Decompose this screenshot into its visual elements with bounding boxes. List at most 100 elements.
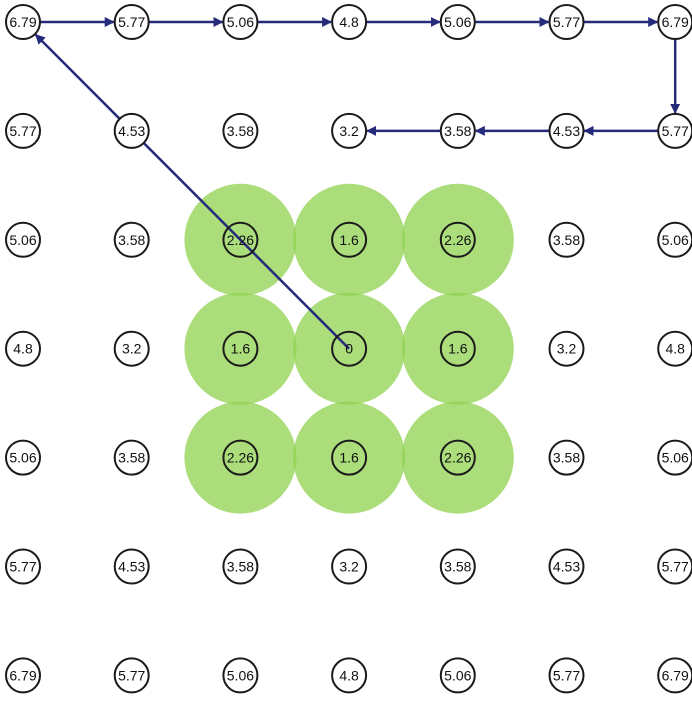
node-circle <box>548 548 585 585</box>
grid-node: 5.06 <box>222 657 259 694</box>
node-value-label: 3.2 <box>339 123 359 139</box>
node-circle <box>548 439 585 476</box>
node-value-label: 2.26 <box>227 232 254 248</box>
node-circle <box>331 221 368 258</box>
node-circle <box>5 548 41 585</box>
grid-node: 2.26 <box>222 439 259 476</box>
grid-node: 5.06 <box>5 221 41 258</box>
node-value-label: 3.58 <box>553 232 580 248</box>
node-circle <box>439 548 476 585</box>
node-value-label: 3.58 <box>227 559 254 575</box>
node-value-label: 5.06 <box>227 667 254 683</box>
node-value-label: 1.6 <box>448 341 468 357</box>
node-circle <box>222 4 259 40</box>
node-circle <box>331 330 368 367</box>
grid-node: 1.6 <box>222 330 259 367</box>
grid-node: 1.6 <box>331 439 368 476</box>
node-circle <box>657 221 692 258</box>
grid-node: 6.79 <box>657 4 692 40</box>
node-circle <box>548 330 585 367</box>
highlight-circle <box>401 292 514 405</box>
highlight-circle <box>401 401 514 514</box>
node-circle <box>657 548 692 585</box>
node-circle <box>439 439 476 476</box>
grid-node: 3.58 <box>548 439 585 476</box>
highlight-region <box>184 183 514 514</box>
node-value-label: 4.53 <box>118 559 145 575</box>
node-circle <box>113 548 150 585</box>
node-circle <box>439 112 476 149</box>
node-value-label: 3.2 <box>339 559 359 575</box>
grid-node: 6.79 <box>5 4 41 40</box>
node-value-label: 6.79 <box>9 667 36 683</box>
node-value-label: 5.06 <box>227 14 254 30</box>
grid-node: 5.77 <box>5 112 41 149</box>
node-value-label: 5.77 <box>9 559 36 575</box>
grid-node: 0 <box>331 330 368 367</box>
node-value-label: 4.53 <box>553 559 580 575</box>
grid-node: 5.06 <box>439 4 476 40</box>
node-circle <box>222 221 259 258</box>
node-value-label: 4.53 <box>118 123 145 139</box>
node-circle <box>439 221 476 258</box>
node-value-label: 3.58 <box>553 450 580 466</box>
grid-node: 5.77 <box>548 4 585 40</box>
node-circle <box>5 439 41 476</box>
node-value-label: 5.06 <box>9 450 36 466</box>
grid-nodes: 6.79 5.77 5.06 4.8 5.06 5.77 6.79 5.77 4.53 3.58 3… <box>5 4 692 694</box>
node-circle <box>657 4 692 40</box>
grid-node: 3.58 <box>113 221 150 258</box>
grid-node: 5.77 <box>657 548 692 585</box>
node-value-label: 3.58 <box>444 123 471 139</box>
node-value-label: 0 <box>345 341 353 357</box>
grid-node: 3.2 <box>331 112 368 149</box>
node-value-label: 5.06 <box>662 450 689 466</box>
node-value-label: 2.26 <box>444 450 471 466</box>
grid-node: 5.77 <box>113 657 150 694</box>
grid-node: 5.06 <box>5 439 41 476</box>
grid-node: 4.53 <box>113 112 150 149</box>
node-value-label: 3.58 <box>444 559 471 575</box>
grid-node: 4.8 <box>331 657 368 694</box>
node-circle <box>657 439 692 476</box>
grid-node: 5.06 <box>657 439 692 476</box>
grid-node: 4.53 <box>548 112 585 149</box>
grid-node: 4.8 <box>657 330 692 367</box>
node-value-label: 4.8 <box>665 341 685 357</box>
grid-node: 5.77 <box>113 4 150 40</box>
node-circle <box>331 439 368 476</box>
node-circle <box>222 112 259 149</box>
node-circle <box>5 657 41 694</box>
node-circle <box>113 221 150 258</box>
node-circle <box>222 548 259 585</box>
highlight-circle <box>184 401 297 514</box>
grid-node: 3.58 <box>439 548 476 585</box>
node-value-label: 5.77 <box>118 14 145 30</box>
node-circle <box>331 112 368 149</box>
node-circle <box>331 548 368 585</box>
node-circle <box>5 221 41 258</box>
node-value-label: 5.06 <box>444 667 471 683</box>
node-value-label: 5.77 <box>662 123 689 139</box>
node-value-label: 4.8 <box>339 14 359 30</box>
node-value-label: 3.2 <box>122 341 142 357</box>
grid-node: 4.8 <box>331 4 368 40</box>
node-value-label: 6.79 <box>662 667 689 683</box>
grid-node: 3.58 <box>113 439 150 476</box>
node-circle <box>657 657 692 694</box>
node-value-label: 6.79 <box>9 14 36 30</box>
node-value-label: 5.77 <box>9 123 36 139</box>
node-circle <box>222 439 259 476</box>
node-circle <box>657 330 692 367</box>
node-value-label: 4.8 <box>339 667 359 683</box>
node-value-label: 1.6 <box>339 450 359 466</box>
node-circle <box>113 4 150 40</box>
highlight-circle <box>401 183 514 296</box>
grid-node: 5.77 <box>657 112 692 149</box>
node-value-label: 5.06 <box>9 232 36 248</box>
node-circle <box>113 657 150 694</box>
grid-node: 6.79 <box>5 657 41 694</box>
node-circle <box>5 112 41 149</box>
node-value-label: 1.6 <box>231 341 251 357</box>
